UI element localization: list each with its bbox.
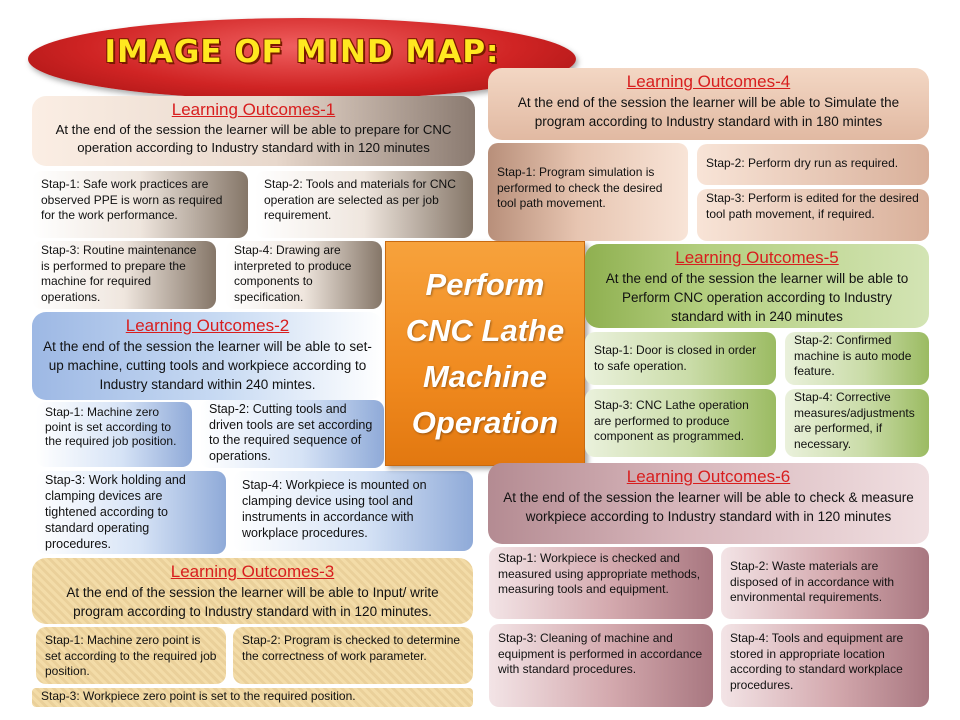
lo6-header: Learning Outcomes-6 At the end of the se… <box>488 463 929 544</box>
lo4-step-1: Stap-1: Program simulation is performed … <box>488 143 688 241</box>
central-topic-line-3: Machine <box>422 358 547 394</box>
lo1-step-4: Stap-4: Drawing are interpreted to produ… <box>225 241 382 309</box>
central-topic-line-2: CNC Lathe <box>405 312 565 348</box>
lo4-title: Learning Outcomes-4 <box>626 72 791 91</box>
lo2-text: At the end of the session the learner wi… <box>43 339 372 392</box>
lo2-step-1: Stap-1: Machine zero point is set accord… <box>36 402 192 467</box>
lo3-text: At the end of the session the learner wi… <box>66 585 439 619</box>
lo2-step-2: Stap-2: Cutting tools and driven tools a… <box>200 400 384 468</box>
lo2-step-4: Stap-4: Workpiece is mounted on clamping… <box>233 471 473 551</box>
central-topic-line-4: Operation <box>411 404 559 440</box>
title-banner: IMAGE OF MIND MAP: <box>28 18 576 100</box>
lo1-title: Learning Outcomes-1 <box>171 100 336 119</box>
lo3-header: Learning Outcomes-3 At the end of the se… <box>32 558 473 624</box>
lo1-step-2: Stap-2: Tools and materials for CNC oper… <box>255 171 473 238</box>
lo5-step-3: Stap-3: CNC Lathe operation are performe… <box>585 389 776 457</box>
lo5-step-1: Stap-1: Door is closed in order to safe … <box>585 332 776 385</box>
lo1-text: At the end of the session the learner wi… <box>55 122 452 155</box>
lo2-step-3: Stap-3: Work holding and clamping device… <box>36 471 226 554</box>
lo5-step-2: Stap-2: Confirmed machine is auto mode f… <box>785 332 929 385</box>
lo1-step-3: Stap-3: Routine maintenance is performed… <box>32 241 216 309</box>
lo4-step-3: Stap-3: Perform is edited for the desire… <box>697 189 929 241</box>
central-topic-line-1: Perform <box>425 266 545 302</box>
lo5-step-4: Stap-4: Corrective measures/adjustments … <box>785 389 929 457</box>
lo6-text: At the end of the session the learner wi… <box>503 490 914 524</box>
lo3-step-1: Stap-1: Machine zero point is set accord… <box>36 627 226 684</box>
lo6-step-3: Stap-3: Cleaning of machine and equipmen… <box>489 624 713 707</box>
lo5-title: Learning Outcomes-5 <box>675 248 839 267</box>
lo2-header: Learning Outcomes-2 At the end of the se… <box>32 312 383 400</box>
lo3-step-2: Stap-2: Program is checked to determine … <box>233 627 473 684</box>
lo3-step-3: Stap-3: Workpiece zero point is set to t… <box>32 688 473 707</box>
lo6-step-2: Stap-2: Waste materials are disposed of … <box>721 547 929 619</box>
lo6-step-4: Stap-4: Tools and equipment are stored i… <box>721 624 929 707</box>
lo2-title: Learning Outcomes-2 <box>125 316 290 335</box>
lo5-text: At the end of the session the learner wi… <box>605 271 909 324</box>
lo3-title: Learning Outcomes-3 <box>170 562 335 581</box>
lo6-step-1: Stap-1: Workpiece is checked and measure… <box>489 547 713 619</box>
page-title: IMAGE OF MIND MAP: <box>104 34 500 70</box>
lo5-header: Learning Outcomes-5 At the end of the se… <box>585 244 929 328</box>
lo6-title: Learning Outcomes-6 <box>626 467 791 486</box>
central-topic: Perform CNC Lathe Machine Operation <box>385 241 585 466</box>
lo1-header: Learning Outcomes-1 At the end of the se… <box>32 96 475 166</box>
lo4-header: Learning Outcomes-4 At the end of the se… <box>488 68 929 140</box>
lo4-text: At the end of the session the learner wi… <box>517 95 900 129</box>
lo4-step-2: Stap-2: Perform dry run as required. <box>697 144 929 185</box>
lo1-step-1: Stap-1: Safe work practices are observed… <box>32 171 248 238</box>
